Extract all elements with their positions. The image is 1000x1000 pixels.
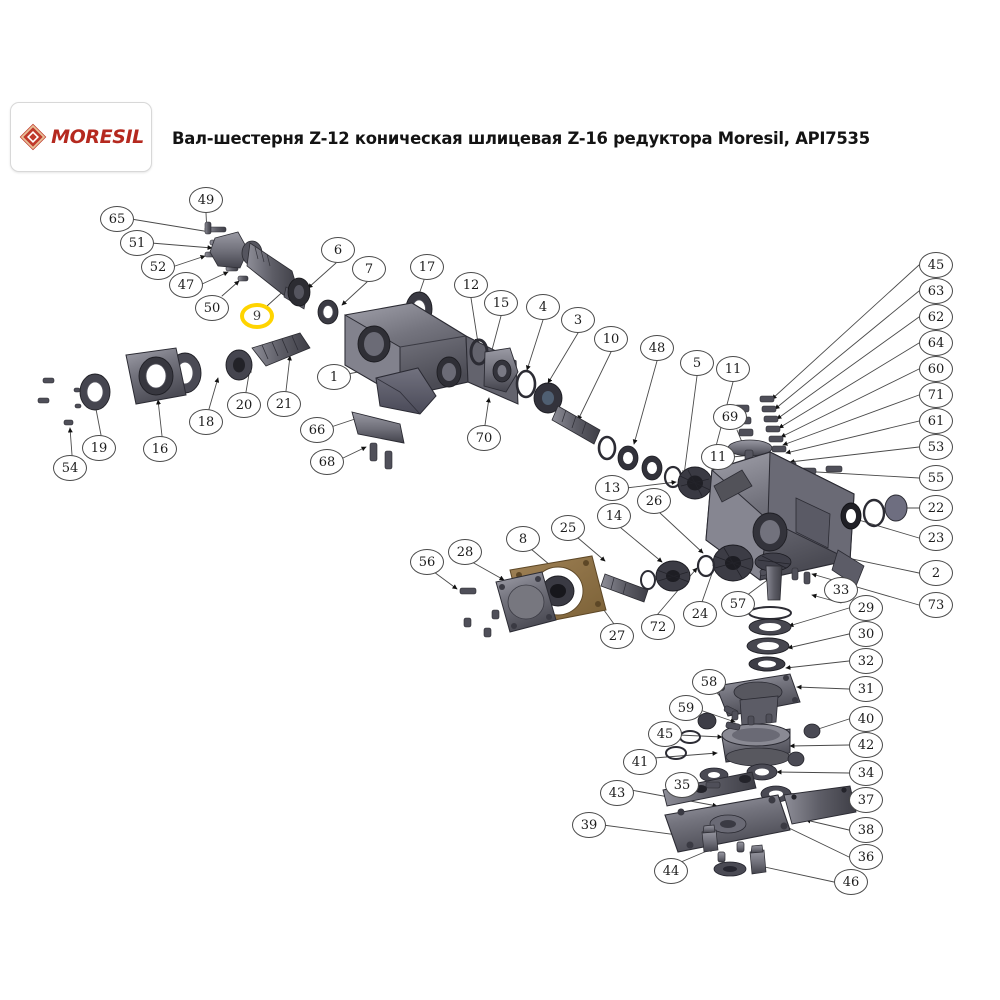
callout-43[interactable]: 43 — [600, 780, 634, 806]
callout-30[interactable]: 30 — [849, 621, 883, 647]
callout-44[interactable]: 44 — [654, 858, 688, 884]
callout-20[interactable]: 20 — [227, 392, 261, 418]
callout-47[interactable]: 47 — [169, 272, 203, 298]
callout-35[interactable]: 35 — [665, 772, 699, 798]
callout-45[interactable]: 45 — [648, 721, 682, 747]
callout-32[interactable]: 32 — [849, 648, 883, 674]
callout-63[interactable]: 63 — [919, 278, 953, 304]
callout-37[interactable]: 37 — [849, 787, 883, 813]
callout-53[interactable]: 53 — [919, 434, 953, 460]
callout-38[interactable]: 38 — [849, 817, 883, 843]
callout-55[interactable]: 55 — [919, 465, 953, 491]
callout-12[interactable]: 12 — [454, 272, 488, 298]
callout-69[interactable]: 69 — [713, 404, 747, 430]
callout-71[interactable]: 71 — [919, 382, 953, 408]
callout-24[interactable]: 24 — [683, 601, 717, 627]
callout-52[interactable]: 52 — [141, 254, 175, 280]
callout-59[interactable]: 59 — [669, 695, 703, 721]
callout-61[interactable]: 61 — [919, 408, 953, 434]
callout-31[interactable]: 31 — [849, 676, 883, 702]
callout-1[interactable]: 1 — [317, 364, 351, 390]
brand-wordmark: MORESIL — [51, 126, 144, 148]
callout-66[interactable]: 66 — [300, 417, 334, 443]
brand-logo: MORESIL — [10, 102, 152, 172]
callout-65[interactable]: 65 — [100, 206, 134, 232]
callout-73[interactable]: 73 — [919, 592, 953, 618]
callout-22[interactable]: 22 — [919, 495, 953, 521]
callout-23[interactable]: 23 — [919, 525, 953, 551]
callout-6[interactable]: 6 — [321, 237, 355, 263]
callout-62[interactable]: 62 — [919, 304, 953, 330]
callout-48[interactable]: 48 — [640, 335, 674, 361]
callout-56[interactable]: 56 — [410, 549, 444, 575]
callout-54[interactable]: 54 — [53, 455, 87, 481]
callout-9[interactable]: 9 — [240, 303, 274, 329]
callout-11[interactable]: 11 — [701, 444, 735, 470]
callout-10[interactable]: 10 — [594, 326, 628, 352]
callout-57[interactable]: 57 — [721, 591, 755, 617]
callout-34[interactable]: 34 — [849, 760, 883, 786]
callout-2[interactable]: 2 — [919, 560, 953, 586]
callout-45[interactable]: 45 — [919, 252, 953, 278]
callout-15[interactable]: 15 — [484, 290, 518, 316]
callout-28[interactable]: 28 — [448, 539, 482, 565]
callout-13[interactable]: 13 — [595, 475, 629, 501]
callout-72[interactable]: 72 — [641, 614, 675, 640]
page-header: MORESIL Вал-шестерня Z-12 коническая шли… — [0, 98, 1000, 178]
page-title: Вал-шестерня Z-12 коническая шлицевая Z-… — [172, 128, 870, 148]
callout-41[interactable]: 41 — [623, 749, 657, 775]
callout-4[interactable]: 4 — [526, 294, 560, 320]
callout-29[interactable]: 29 — [849, 595, 883, 621]
callout-60[interactable]: 60 — [919, 356, 953, 382]
callout-42[interactable]: 42 — [849, 732, 883, 758]
callout-19[interactable]: 19 — [82, 435, 116, 461]
callout-3[interactable]: 3 — [561, 307, 595, 333]
callout-21[interactable]: 21 — [267, 391, 301, 417]
callout-14[interactable]: 14 — [597, 503, 631, 529]
callout-25[interactable]: 25 — [551, 515, 585, 541]
diamond-logo-icon — [19, 123, 47, 151]
callout-18[interactable]: 18 — [189, 409, 223, 435]
callout-51[interactable]: 51 — [120, 230, 154, 256]
callout-49[interactable]: 49 — [189, 187, 223, 213]
callout-7[interactable]: 7 — [352, 256, 386, 282]
callout-70[interactable]: 70 — [467, 425, 501, 451]
callout-46[interactable]: 46 — [834, 869, 868, 895]
callout-8[interactable]: 8 — [506, 526, 540, 552]
callout-64[interactable]: 64 — [919, 330, 953, 356]
callout-40[interactable]: 40 — [849, 706, 883, 732]
callout-39[interactable]: 39 — [572, 812, 606, 838]
callout-17[interactable]: 17 — [410, 254, 444, 280]
callout-36[interactable]: 36 — [849, 844, 883, 870]
callout-11[interactable]: 11 — [716, 356, 750, 382]
callout-26[interactable]: 26 — [637, 488, 671, 514]
callout-50[interactable]: 50 — [195, 295, 229, 321]
callout-27[interactable]: 27 — [600, 623, 634, 649]
callout-58[interactable]: 58 — [692, 669, 726, 695]
callout-68[interactable]: 68 — [310, 449, 344, 475]
callout-5[interactable]: 5 — [680, 350, 714, 376]
callout-16[interactable]: 16 — [143, 436, 177, 462]
